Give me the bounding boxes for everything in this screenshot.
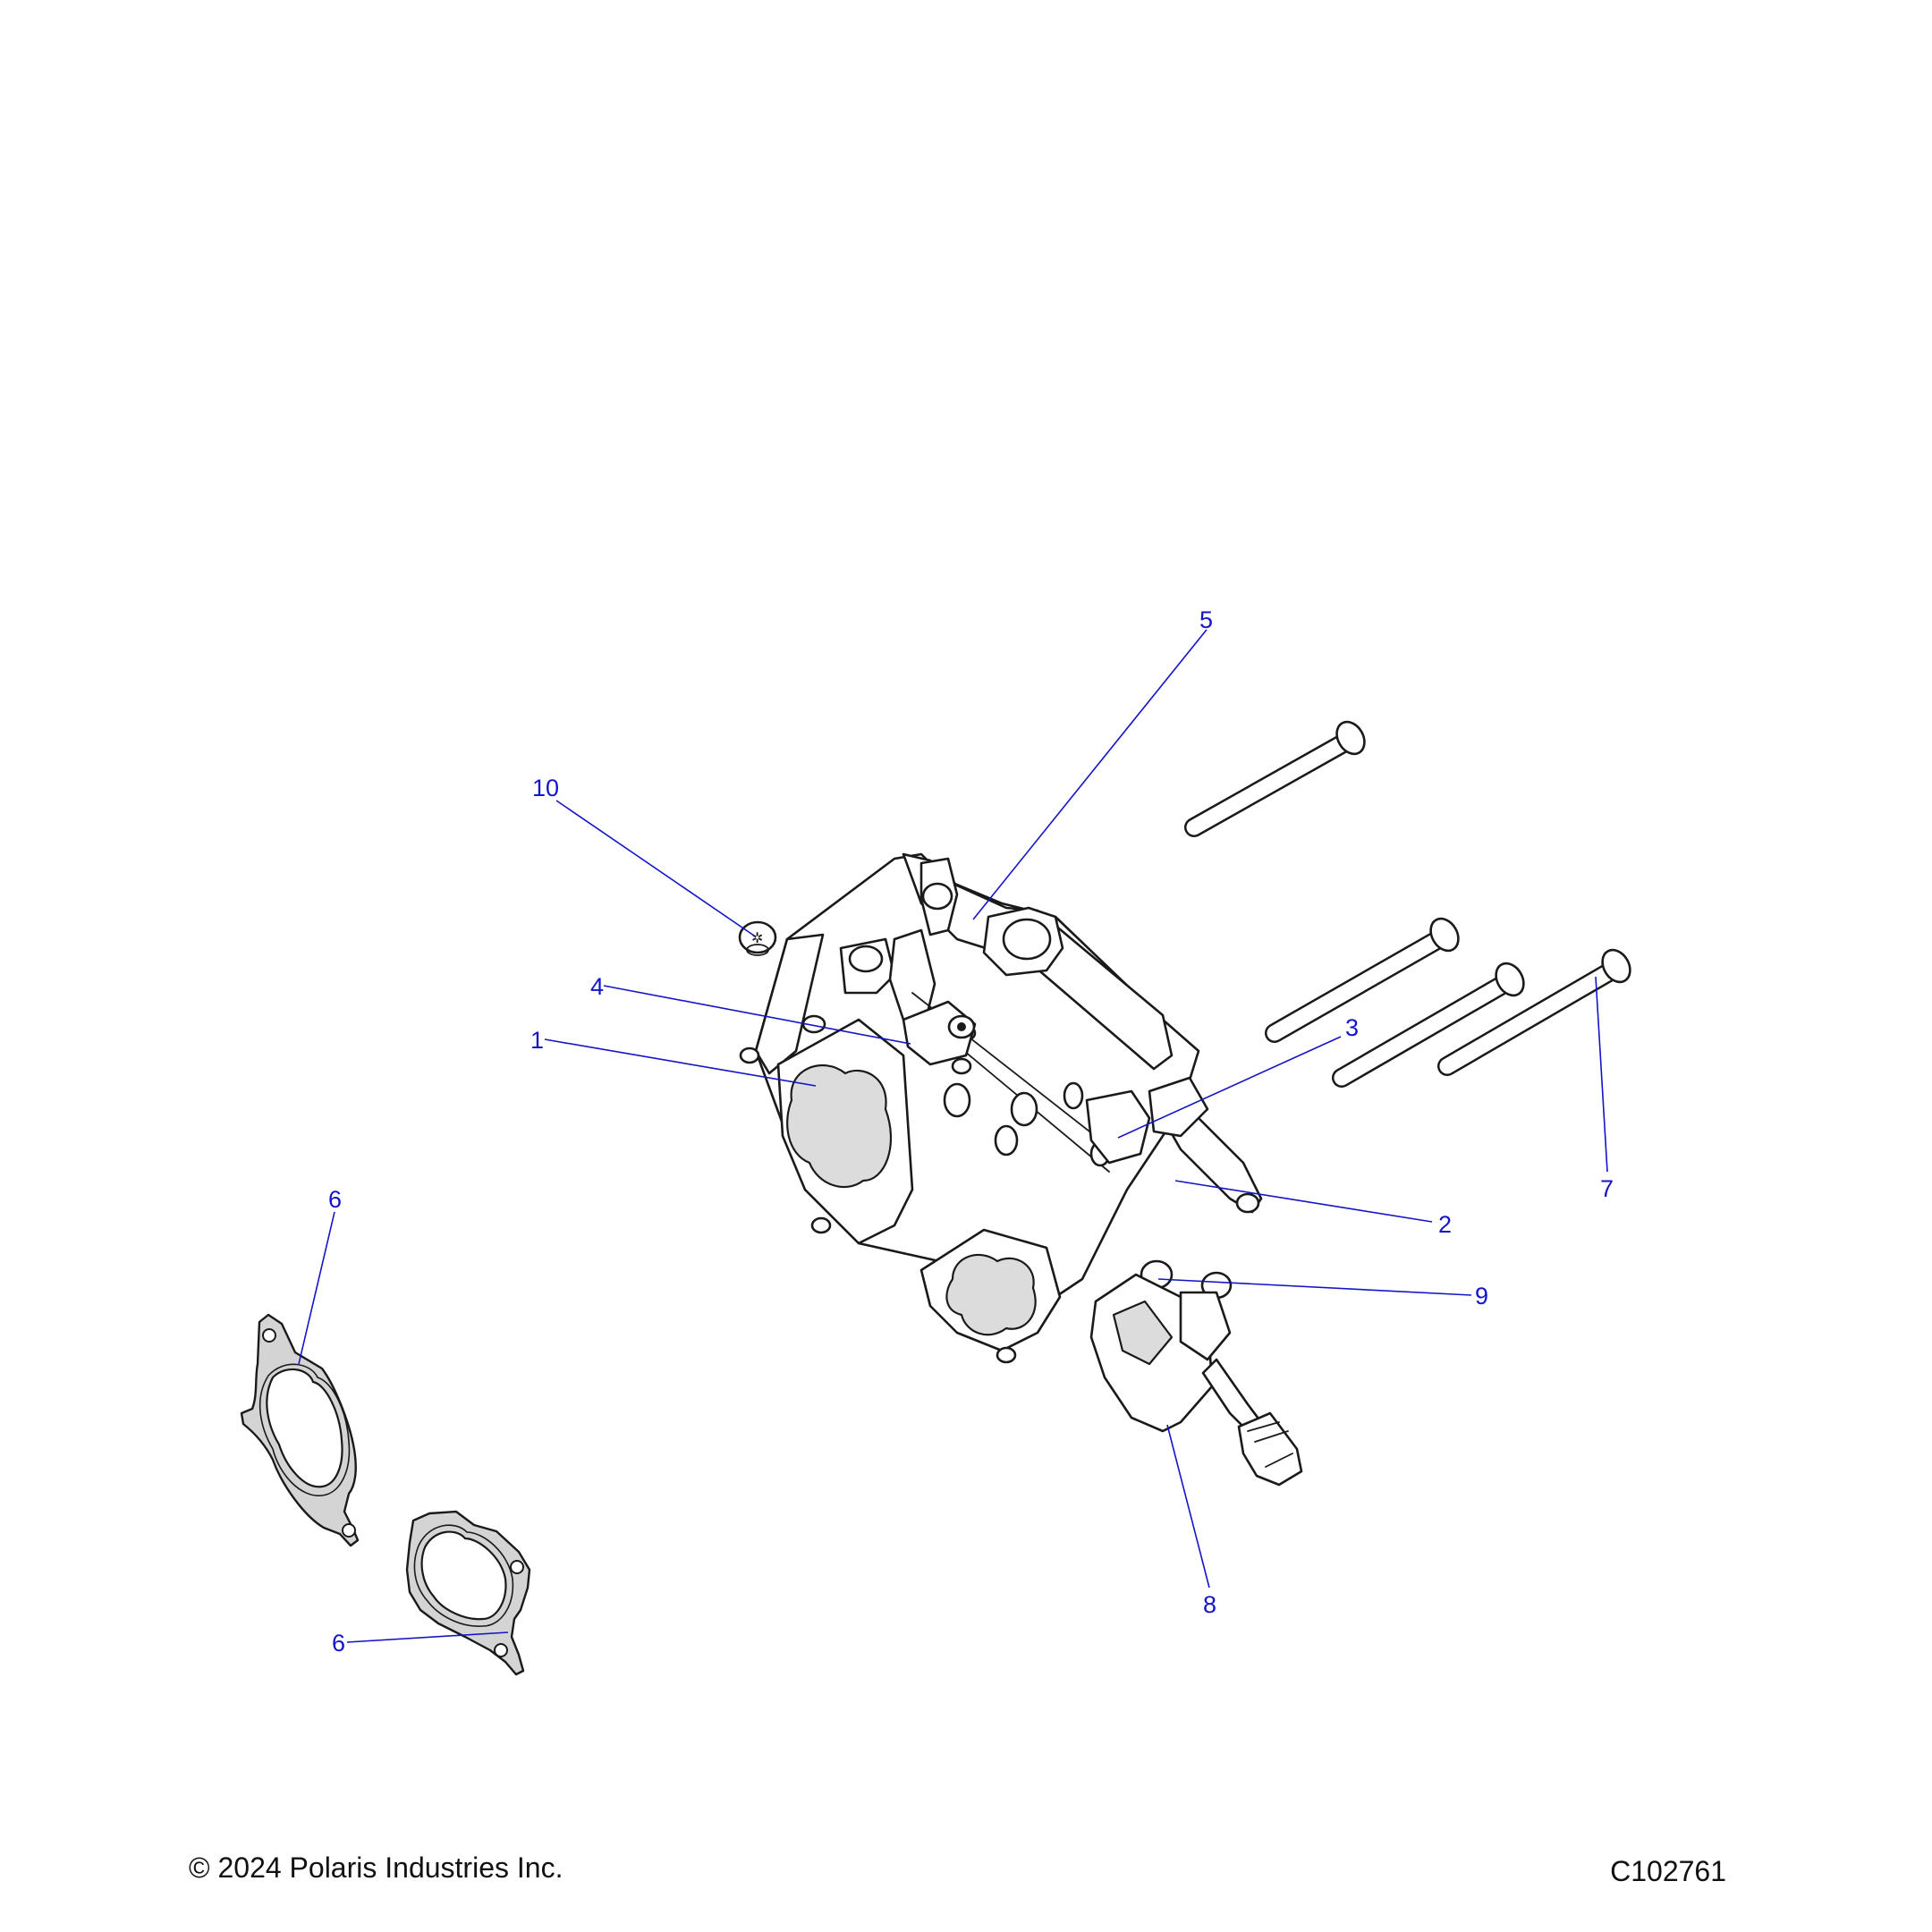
callout-2: 2 — [1438, 1211, 1452, 1238]
throttle-body — [739, 852, 1263, 1364]
callout-6b: 6 — [332, 1630, 345, 1657]
small-screw: ✲ — [738, 920, 777, 956]
callout-9: 9 — [1475, 1283, 1488, 1309]
bolt-group — [1184, 720, 1631, 1088]
copyright-notice: © 2024 Polaris Industries Inc. — [189, 1852, 564, 1884]
leader-1 — [544, 1038, 817, 1087]
callout-3: 3 — [1345, 1014, 1359, 1041]
callouts: 1 2 3 4 5 6 6 7 8 9 10 — [328, 606, 1614, 1657]
leader-6b — [346, 1631, 509, 1643]
bolt-4 — [1437, 948, 1631, 1076]
leader-9 — [1157, 1278, 1472, 1296]
leader-6a — [298, 1211, 335, 1365]
callout-6a: 6 — [328, 1186, 342, 1213]
callout-10: 10 — [532, 775, 559, 801]
leader-8 — [1166, 1424, 1210, 1589]
leader-7 — [1595, 976, 1608, 1173]
callout-5: 5 — [1199, 606, 1213, 633]
leader-10 — [555, 800, 755, 936]
gasket-lower — [405, 1510, 531, 1676]
figure-id: C102761 — [1610, 1855, 1726, 1887]
bolt-2 — [1265, 917, 1460, 1043]
leader-3 — [1117, 1036, 1342, 1139]
svg-text:✲: ✲ — [751, 929, 763, 946]
callout-4: 4 — [590, 973, 604, 1000]
leader-4 — [603, 985, 911, 1045]
leader-lines — [298, 629, 1608, 1643]
leader-2 — [1174, 1180, 1433, 1223]
bolt-1 — [1184, 720, 1366, 837]
leader-5 — [972, 629, 1208, 920]
sensor-assembly — [1089, 1259, 1303, 1487]
callout-8: 8 — [1203, 1591, 1216, 1618]
callout-1: 1 — [530, 1027, 544, 1054]
callout-7: 7 — [1600, 1175, 1614, 1202]
gasket-upper — [240, 1313, 360, 1547]
bolt-3 — [1332, 962, 1525, 1088]
